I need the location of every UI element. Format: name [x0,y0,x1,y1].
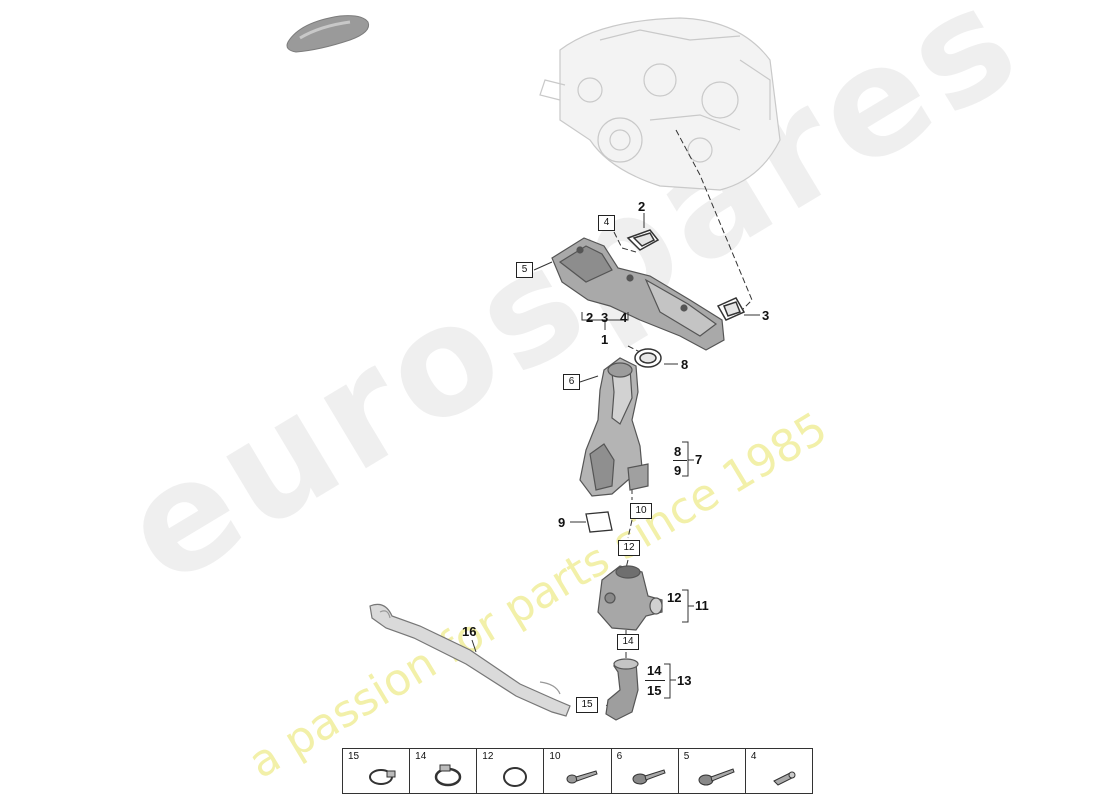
legend-cell-4[interactable]: 4 [746,749,812,793]
gasket-part-3[interactable] [716,297,746,321]
elbow-hose-part-13[interactable] [605,658,639,721]
callout-group11-a: 12 [667,590,682,605]
parts-legend: 15 14 12 10 6 5 [342,748,813,794]
boxed-callout-12: 12 [618,540,640,556]
legend-number: 10 [549,751,561,762]
car-icon [286,15,370,53]
coolant-manifold-part-1[interactable] [551,237,725,351]
boxed-callout-15: 15 [576,697,598,713]
callout-9: 9 [558,515,566,530]
callout-1: 1 [601,332,609,347]
flange-bolt-icon [698,768,735,786]
legend-number: 12 [482,751,494,762]
divider-group7 [673,460,687,461]
callout-7: 7 [695,452,703,467]
divider-group13 [645,680,665,681]
legend-cell-12[interactable]: 12 [477,749,545,793]
callout-11: 11 [695,598,709,613]
legend-number: 6 [616,751,623,762]
callout-3: 3 [762,308,770,323]
seal-part-9[interactable] [585,511,613,533]
boxed-callout-14: 14 [617,634,639,650]
gasket-part-8[interactable] [634,348,662,368]
callout-2: 2 [638,199,646,214]
o-ring-icon [503,767,528,787]
gasket-part-2[interactable] [626,229,660,251]
callout-13: 13 [677,673,692,688]
legend-cell-10[interactable]: 10 [544,749,612,793]
hose-clamp-icon [369,769,396,785]
callout-group7-a: 8 [674,444,682,459]
boxed-callout-5: 5 [516,262,533,278]
coolant-pipe-part-16[interactable] [369,603,571,717]
legend-cell-6[interactable]: 6 [612,749,679,793]
engine-illustration [539,17,781,191]
legend-number: 15 [348,751,360,762]
callout-group13-b: 15 [647,683,662,698]
callout-group1-c: 4 [620,310,628,325]
callout-group13-a: 14 [647,663,662,678]
callout-8: 8 [681,357,689,372]
hose-clamp-icon [434,764,462,787]
boxed-callout-6: 6 [563,374,580,390]
legend-number: 5 [683,751,690,762]
legend-cell-14[interactable]: 14 [410,749,478,793]
callout-group1-a: 2 [586,310,594,325]
callout-group1-b: 3 [601,310,609,325]
flange-bolt-icon [632,769,666,785]
legend-cell-5[interactable]: 5 [679,749,746,793]
thermostat-part-11[interactable] [597,565,663,631]
callout-group7-b: 9 [674,463,682,478]
legend-number: 4 [750,751,757,762]
boxed-callout-4: 4 [598,215,615,231]
legend-cell-15[interactable]: 15 [343,749,411,793]
water-pipe-part-7[interactable] [579,357,649,497]
boxed-callout-10: 10 [630,503,652,519]
screw-icon [566,770,599,784]
callout-leaders [471,213,760,699]
legend-number: 14 [415,751,427,762]
stud-icon [772,771,796,786]
callout-16: 16 [462,624,477,639]
